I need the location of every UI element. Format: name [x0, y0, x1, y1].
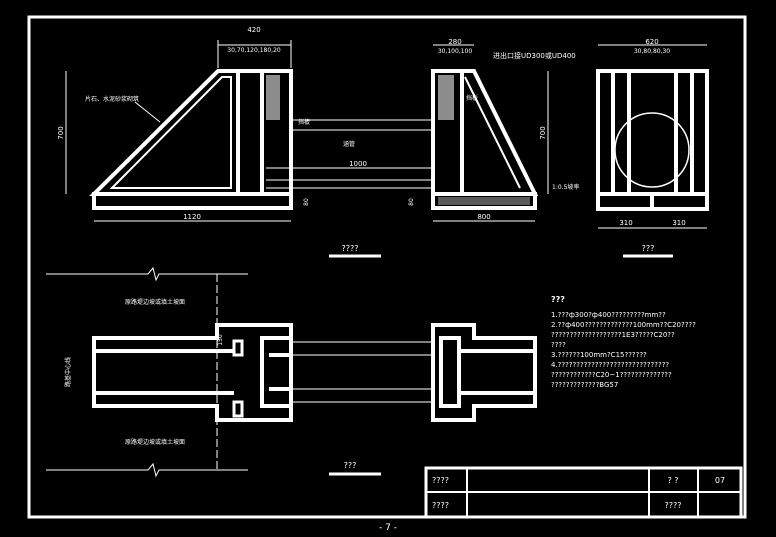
note-item: 2.??ф400?????????????100mm??C20????	[551, 321, 696, 329]
plan-dim: 150	[217, 334, 224, 346]
elevation-view: 420 30,70,120,180,20 700 1120 1000 80 片石…	[57, 26, 433, 258]
tb-row1-mid: ? ?	[667, 476, 678, 485]
plan-left-outline	[92, 323, 293, 422]
elevation-inner-slope	[109, 76, 232, 189]
section-dim-bottom-left: 310	[619, 219, 632, 227]
plan-break-line-top	[46, 266, 248, 282]
outlet-inner-slope	[464, 76, 521, 189]
outlet-dim-base-thickness: 80	[408, 198, 415, 206]
title-block: ???? ? ? 07 ???? ????	[424, 466, 743, 519]
elevation-base	[92, 192, 293, 210]
plan-right-outline	[431, 323, 537, 422]
note-item: ???????????????????1E3?????C20??	[551, 331, 675, 339]
page-number: - 7 -	[379, 523, 397, 533]
plan-left-notch-bottom	[232, 400, 244, 418]
outlet-base	[431, 192, 537, 210]
plan-left-notch-top	[232, 339, 244, 357]
dim-height: 700	[57, 126, 65, 139]
section-dim-top-total: 620	[645, 38, 658, 46]
outlet-label-mortar-plate: 挡板	[466, 94, 478, 102]
outlet-base-hatch	[438, 197, 530, 205]
notes-heading: ???	[551, 295, 565, 304]
elevation-hatch	[266, 75, 280, 120]
note-item: 1.???ф300?ф400?????????mm??	[551, 311, 666, 319]
plan-title: ???	[344, 461, 357, 470]
tb-row2-mid: ????	[665, 501, 682, 510]
notes-block: ??? 1.???ф300?ф400?????????mm?? 2.??ф400…	[551, 295, 696, 389]
note-item: 3.??????100mm?C15??????	[551, 351, 647, 359]
label-rubble: 片石、水泥砂浆砌筑	[85, 95, 139, 103]
plan-bottom-label: 原路堤边坡或填土坡面	[125, 438, 185, 446]
section-pipe-circle	[614, 112, 690, 188]
dim-top-total: 420	[247, 26, 260, 34]
plan-top-label: 原路堤边坡或填土坡面	[125, 298, 185, 306]
plan-break-line-bottom	[46, 462, 248, 478]
outlet-dim-height: 700	[539, 126, 547, 139]
label-pipe: 涵管	[343, 140, 355, 148]
section-view: 620 30,80,80,30 310 310 ???	[596, 38, 709, 258]
dim-inner-length: 1000	[349, 160, 367, 168]
dim-top-parts: 30,70,120,180,20	[227, 47, 281, 54]
note-item: ????	[551, 341, 566, 349]
outlet-dim-top-parts: 30,100,100	[438, 48, 473, 55]
section-dim-top-parts: 30,80,80,30	[634, 48, 670, 55]
tb-row2-left: ????	[432, 501, 449, 510]
outlet-dim-base-length: 800	[477, 213, 490, 221]
section-title: ???	[642, 244, 655, 253]
leader-line	[134, 101, 161, 123]
elevation-title: ????	[342, 244, 359, 253]
label-mortar-plate: 挡板	[298, 118, 310, 126]
dim-base-length: 1120	[183, 213, 201, 221]
plan-left-box	[260, 336, 293, 408]
outlet-dim-top-total: 280	[448, 38, 461, 46]
outlet-slope-note: 1:0.5坡率	[552, 183, 579, 191]
tb-row1-num: 07	[715, 476, 725, 485]
drawing-frame	[27, 15, 747, 519]
outlet-note: 进出口接UD300或UD400	[493, 51, 576, 60]
section-dim-bottom-right: 310	[672, 219, 685, 227]
plan-side-label: 路基中心线	[64, 357, 72, 387]
outlet-view: 280 30,100,100 进出口接UD300或UD400 700 80 1:…	[408, 38, 579, 222]
note-item: 4.??????????????????????????????	[551, 361, 669, 369]
dim-base-thickness: 80	[303, 198, 310, 206]
plan-view: 原路堤边坡或填土坡面 原路堤边坡或填土坡面 路基中心线 150 ???	[46, 266, 537, 478]
outlet-hatch	[438, 75, 454, 120]
tb-row1-left: ????	[432, 476, 449, 485]
note-item: ?????????????BG57	[551, 381, 618, 389]
plan-right-box	[439, 336, 461, 408]
note-item: ????????????C20~1??????????????	[551, 371, 672, 379]
